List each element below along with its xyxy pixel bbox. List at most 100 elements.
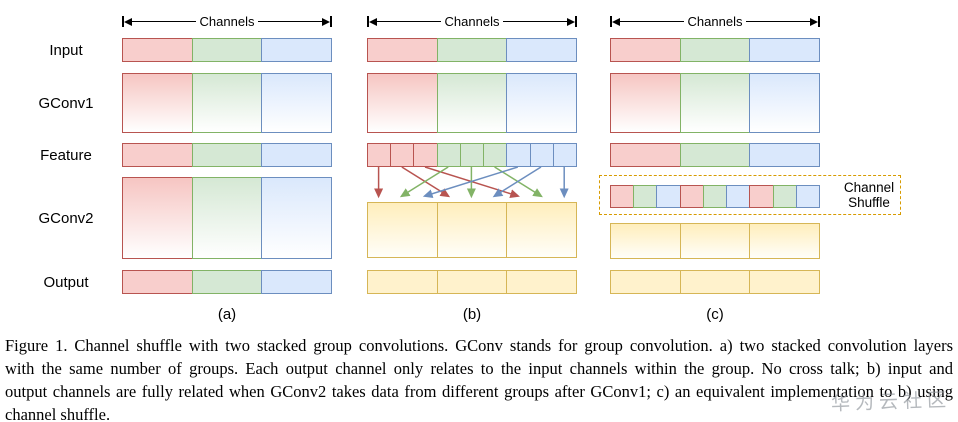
channels-arrow: Channels <box>367 14 577 29</box>
arrow-right-icon <box>567 17 575 26</box>
panel-a: Channels (a) <box>122 0 333 330</box>
channel-block-red <box>610 143 681 167</box>
arrow-end-bar <box>330 16 332 27</box>
panel-caption-c: (c) <box>706 306 724 323</box>
conv-block-yellow <box>679 223 751 259</box>
conv-block-yellow <box>436 202 508 258</box>
feature-row <box>122 143 333 167</box>
channel-block-blue <box>261 38 333 62</box>
arrow-end-bar <box>818 16 820 27</box>
channel-block-blue <box>261 270 333 294</box>
conv-block-yellow <box>610 223 681 259</box>
channel-block-green <box>436 38 508 62</box>
sub-channel-blue <box>795 185 820 208</box>
panel-b: Channels <box>367 0 578 330</box>
conv-block-red <box>367 73 438 133</box>
sub-channel-green <box>702 185 728 208</box>
caption-line: channel shuffle. <box>5 405 111 422</box>
output-row <box>610 270 821 294</box>
conv-block-blue <box>261 73 333 133</box>
channel-shuffle-box <box>599 175 901 215</box>
channel-block-blue <box>261 143 333 167</box>
arrow-line <box>746 20 810 23</box>
channel-block-red <box>367 38 438 62</box>
sub-channel-blue <box>656 185 681 208</box>
input-row <box>367 38 578 62</box>
channel-block-blue <box>749 38 821 62</box>
panel-c: Channels Channel Shu <box>599 0 901 330</box>
sub-channel-red <box>679 185 704 208</box>
arrow-right-icon <box>810 17 818 26</box>
arrow-end-bar <box>610 16 612 27</box>
arrow-left-icon <box>369 17 377 26</box>
caption-line: with the same number of groups. Each out… <box>5 359 953 378</box>
panel-caption-b: (b) <box>462 306 482 323</box>
sub-channel-red <box>367 143 392 167</box>
gconv2-row <box>122 177 333 259</box>
arrow-line <box>620 20 684 23</box>
output-row <box>367 270 578 294</box>
shuffle-arrows <box>374 167 569 199</box>
watermark: 华为云社区 <box>830 389 952 416</box>
channel-block-yellow <box>610 270 681 294</box>
panel-caption-a: (a) <box>217 306 237 323</box>
row-label-feature: Feature <box>40 146 92 164</box>
channel-block-blue <box>506 38 578 62</box>
arrow-left-icon <box>612 17 620 26</box>
arrow-end-bar <box>122 16 124 27</box>
channel-block-red <box>122 143 193 167</box>
channel-block-yellow <box>749 270 821 294</box>
channel-block-yellow <box>436 270 508 294</box>
sub-channel-green <box>483 143 508 167</box>
gconv1-row <box>122 73 333 133</box>
conv-block-green <box>679 73 751 133</box>
shuffled-feature-row <box>610 185 820 208</box>
sub-channel-red <box>390 143 415 167</box>
input-row <box>122 38 333 62</box>
row-label-output: Output <box>43 273 89 291</box>
channels-label: Channels <box>687 14 743 29</box>
sub-channel-green <box>772 185 797 208</box>
channel-block-red <box>122 38 193 62</box>
channel-block-blue <box>749 143 821 167</box>
channel-block-green <box>679 143 751 167</box>
channel-block-red <box>610 38 681 62</box>
sub-channel-red <box>610 185 635 208</box>
channels-label: Channels <box>444 14 500 29</box>
conv-block-yellow <box>367 202 438 258</box>
row-label-gconv2: GConv2 <box>38 209 94 227</box>
channel-block-red <box>122 270 193 294</box>
arrow-end-bar <box>575 16 577 27</box>
row-label-input: Input <box>49 41 83 59</box>
channels-arrow: Channels <box>610 14 820 29</box>
output-row <box>122 270 333 294</box>
sub-channel-blue <box>726 185 751 208</box>
sub-channel-blue <box>506 143 531 167</box>
conv-block-red <box>610 73 681 133</box>
channels-label: Channels <box>199 14 255 29</box>
conv-block-blue <box>749 73 821 133</box>
channel-shuffle-label: Channel Shuffle <box>843 180 895 210</box>
sub-channel-red <box>749 185 774 208</box>
arrow-line <box>377 20 441 23</box>
sub-channel-blue <box>529 143 554 167</box>
arrow-line <box>258 20 322 23</box>
conv-block-red <box>122 177 193 259</box>
conv-block-green <box>191 73 263 133</box>
caption-line: Figure 1. Channel shuffle with two stack… <box>5 336 953 355</box>
caption-line: output channels are fully related when G… <box>5 382 953 401</box>
conv-block-yellow <box>749 223 821 259</box>
conv-block-red <box>122 73 193 133</box>
sub-channel-green <box>459 143 485 167</box>
conv-block-yellow <box>506 202 578 258</box>
feature-row <box>610 143 821 167</box>
arrow-right-icon <box>322 17 330 26</box>
channel-block-yellow <box>679 270 751 294</box>
sub-channel-red <box>413 143 438 167</box>
feature-row-split <box>367 143 577 167</box>
channel-block-yellow <box>506 270 578 294</box>
sub-channel-green <box>436 143 461 167</box>
sub-channel-green <box>633 185 658 208</box>
input-row <box>610 38 821 62</box>
channel-block-green <box>191 38 263 62</box>
